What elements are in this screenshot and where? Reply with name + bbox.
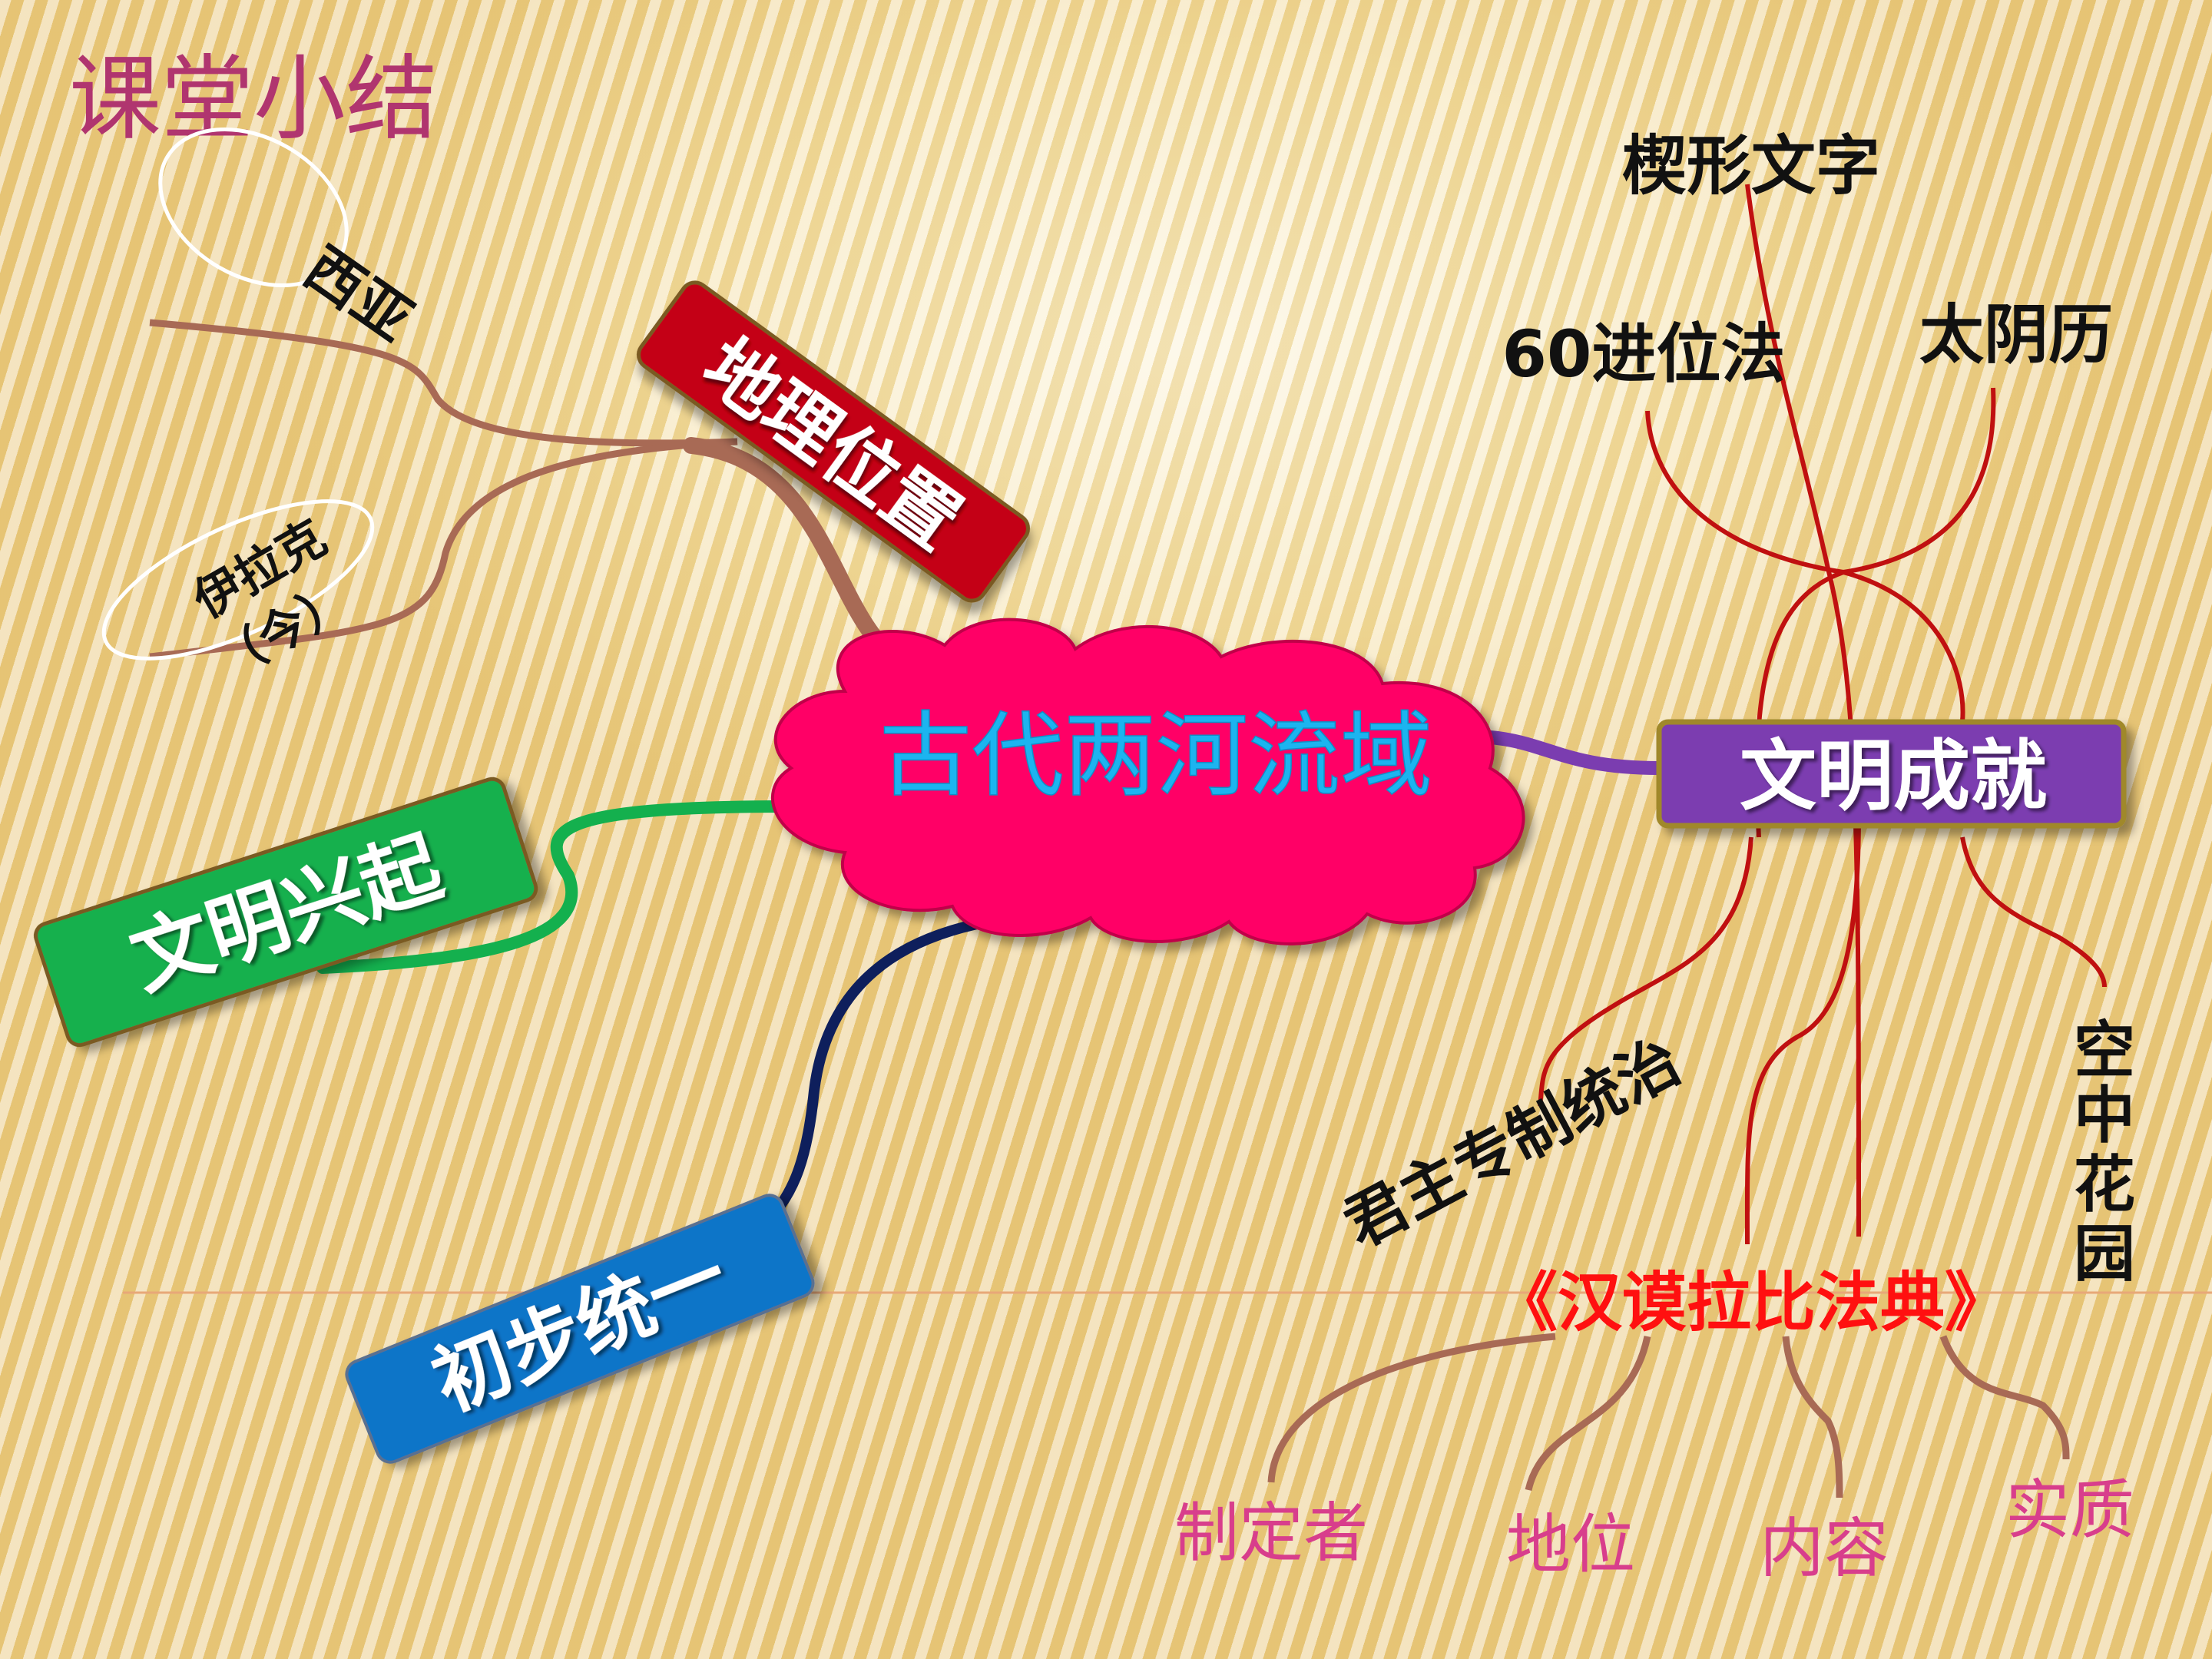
west-asia-line — [149, 319, 738, 447]
aspect-status: 地位 — [1506, 1507, 1635, 1582]
west-asia-outline — [158, 127, 349, 287]
unify-label: 初步统一 — [421, 1230, 740, 1428]
unify-box — [345, 1194, 815, 1464]
unify-branch[interactable]: 初步统一 — [343, 1191, 817, 1466]
west-asia-label: 西亚 — [293, 235, 424, 354]
base60-label: 60进位法 — [1502, 316, 1786, 392]
unify-connector — [755, 909, 1058, 1234]
center-label: 古代两河流域 — [879, 703, 1432, 810]
iraq-line — [149, 438, 738, 661]
geo-box — [636, 280, 1031, 603]
ach-branch[interactable]: 文明成就 — [1656, 719, 2127, 829]
lunar-label: 太阴历 — [1919, 297, 2113, 373]
cuneiform-label: 楔形文字 — [1622, 128, 1880, 204]
gardens-label: 空 中 花 园 — [2074, 1015, 2157, 1290]
rise-branch[interactable]: 文明兴起 — [32, 776, 539, 1048]
achievement-lines — [1538, 184, 2107, 1245]
ach-label: 文明成就 — [1740, 731, 2047, 821]
code-aspect-lines — [1267, 1333, 2070, 1498]
slide-title: 课堂小结 — [69, 46, 438, 153]
center-cloud — [770, 618, 1525, 945]
rise-box — [33, 777, 538, 1048]
aspect-content: 内容 — [1760, 1511, 1889, 1586]
monarchy-label: 君主专制统治 — [1333, 1025, 1691, 1260]
aspect-maker: 制定者 — [1174, 1495, 1368, 1571]
center-node[interactable]: 古代两河流域 — [770, 618, 1525, 945]
code-label: 《汉谟拉比法典》 — [1493, 1265, 2009, 1340]
rise-connector — [316, 800, 797, 974]
aspect-essence: 实质 — [2005, 1472, 2134, 1548]
iraq-outline — [101, 499, 375, 661]
ach-box — [1656, 719, 2127, 829]
